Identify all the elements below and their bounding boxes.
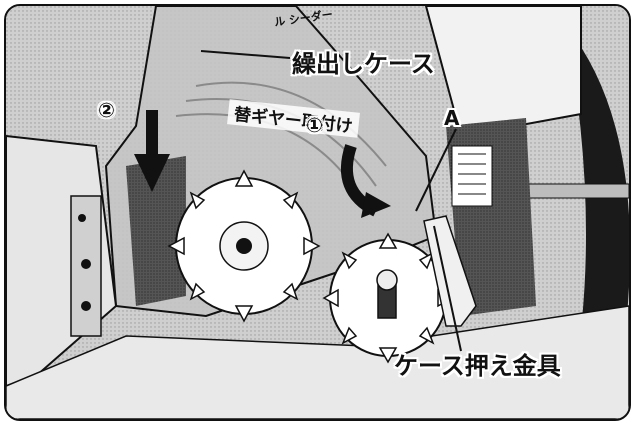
leader-lines bbox=[200, 50, 462, 352]
down-arrow bbox=[134, 110, 170, 192]
curved-arrow bbox=[340, 144, 391, 218]
case-clamp-label: ケース押え金具 bbox=[394, 352, 561, 380]
step-2-label: ② bbox=[98, 98, 115, 122]
small-gear bbox=[322, 232, 454, 364]
feed-case-label: 繰出しケース bbox=[292, 50, 435, 78]
point-a-label: A bbox=[444, 106, 460, 130]
machine-illustration bbox=[6, 6, 629, 419]
scale-plate bbox=[451, 145, 493, 207]
photo-frame: ル シーダー 替ギヤー取付け 繰出しケース A ① ② ケース押え金具 bbox=[4, 4, 631, 421]
metal-plate bbox=[424, 6, 582, 138]
step-1-label: ① bbox=[306, 113, 323, 137]
large-gear bbox=[167, 169, 321, 323]
base bbox=[6, 305, 629, 419]
left-dark-area bbox=[126, 156, 186, 306]
